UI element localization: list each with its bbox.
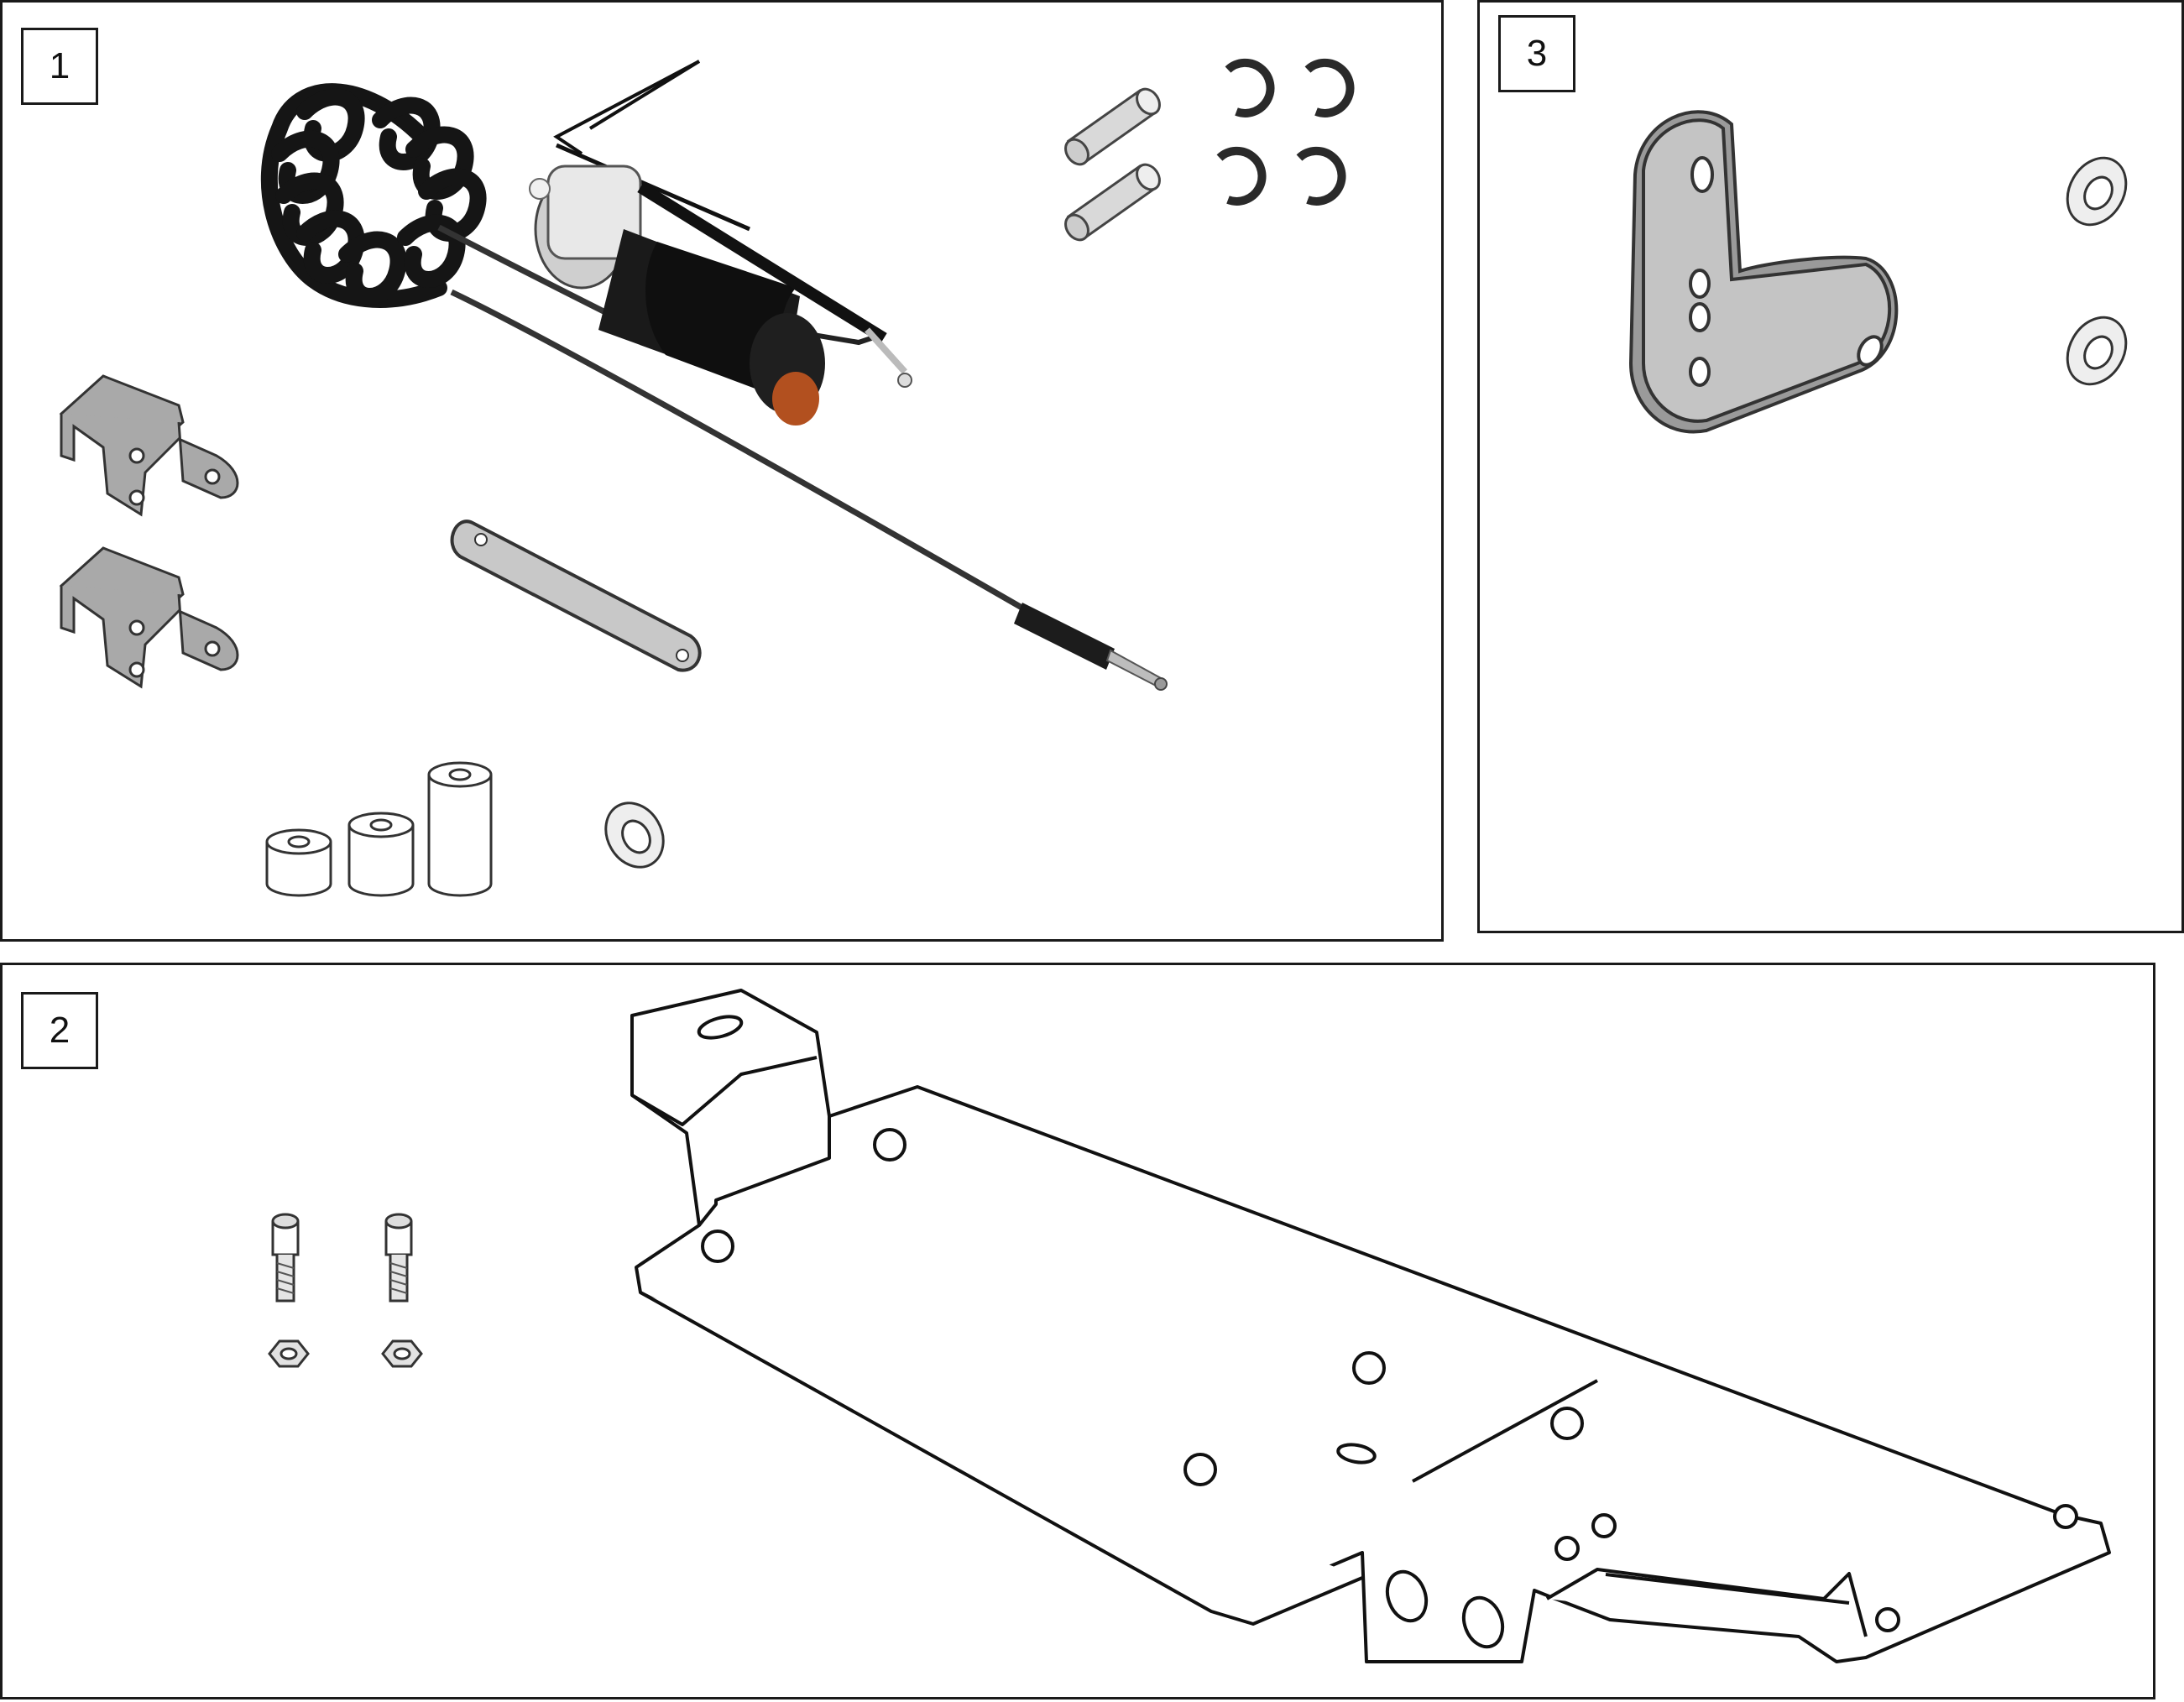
actuator-motor-icon [529,60,912,426]
bracket-icon [59,546,239,689]
spacer-icon [347,812,415,897]
bracket-icon [59,374,239,517]
kit-panel-1: 1 [0,0,1444,942]
e-clip-icon [1216,58,1355,206]
panel-number-1: 1 [21,28,98,105]
washer-icon [604,801,665,869]
coiled-cable-icon [260,83,487,308]
link-bar-icon [450,519,702,672]
washer-icon [2066,316,2128,386]
kit-panel-3: 3 [1477,0,2184,933]
pin-icon [1064,87,1161,166]
panel-number-3: 3 [1498,15,1575,92]
plug-icon [1014,603,1168,691]
panel-2-drawing [268,989,2111,1663]
socket-screw-icon [384,1213,413,1303]
kit-panel-2: 2 [0,963,2155,1699]
spacer-icon [427,761,493,897]
panel-number-2: 2 [21,992,98,1069]
pin-icon [1064,163,1161,242]
socket-screw-icon [271,1213,300,1303]
panel-3-drawing [1628,110,2128,434]
spacer-icon [265,828,332,897]
washer-icon [2066,156,2128,227]
l-bracket-icon [1628,110,1899,434]
mounting-plate-icon [630,989,2111,1663]
hex-nut-icon [381,1339,423,1368]
hex-nut-icon [268,1339,310,1368]
panel-1-drawing [59,58,1355,897]
